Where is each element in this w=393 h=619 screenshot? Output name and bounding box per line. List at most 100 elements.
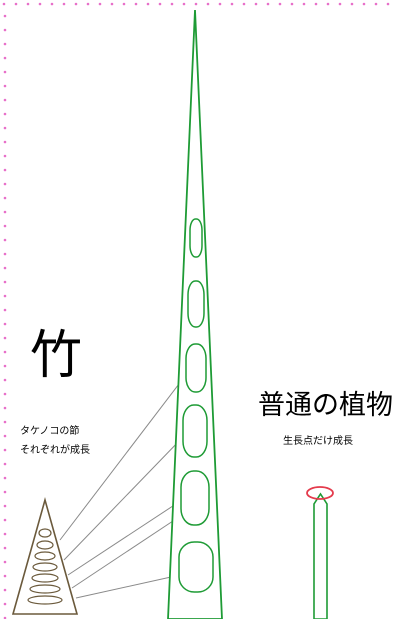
culm-node	[180, 470, 210, 526]
shoot-node	[38, 528, 52, 538]
culm-node	[185, 343, 207, 393]
border-dot	[3, 56, 7, 60]
border-dot	[278, 2, 282, 6]
bamboo-culm-outline	[167, 9, 223, 619]
border-dot	[386, 2, 390, 6]
border-dot	[122, 2, 126, 6]
border-dot	[3, 574, 7, 578]
border-dot	[3, 266, 7, 270]
border-dot	[3, 168, 7, 172]
border-dot	[338, 2, 342, 6]
border-dot	[3, 462, 7, 466]
connector-line	[59, 379, 183, 541]
border-dot	[3, 210, 7, 214]
border-dot	[3, 560, 7, 564]
bamboo-shoot-nodes	[27, 528, 63, 605]
border-dot	[146, 2, 150, 6]
border-dot	[3, 602, 7, 606]
shoot-node	[27, 595, 63, 605]
border-dot	[3, 112, 7, 116]
border-dot	[3, 126, 7, 130]
border-dot	[3, 350, 7, 354]
border-dot	[14, 2, 18, 6]
normal-plant	[306, 486, 334, 619]
border-dot	[50, 2, 54, 6]
border-dot	[3, 420, 7, 424]
border-dot	[374, 2, 378, 6]
bamboo-shoot	[11, 497, 79, 615]
border-dot	[3, 532, 7, 536]
border-dot	[3, 98, 7, 102]
border-dot	[230, 2, 234, 6]
border-dot	[3, 378, 7, 382]
bamboo-description: タケノコの節 それぞれが成長	[20, 422, 90, 460]
border-dot	[3, 14, 7, 18]
border-dot	[3, 336, 7, 340]
border-dot	[3, 84, 7, 88]
normal-plant-title: 普通の植物	[258, 390, 393, 421]
border-dot	[3, 224, 7, 228]
culm-node	[182, 404, 208, 458]
bamboo-culm-nodes	[178, 218, 214, 593]
growth-point-marker	[306, 486, 334, 500]
border-dot	[194, 2, 198, 6]
border-dot	[350, 2, 354, 6]
border-dot	[98, 2, 102, 6]
node-connector-lines	[59, 379, 183, 599]
border-dot	[3, 616, 7, 619]
border-dot	[3, 392, 7, 396]
connector-line	[75, 574, 181, 599]
culm-node	[187, 280, 205, 328]
border-dot	[3, 70, 7, 74]
border-dot	[3, 294, 7, 298]
normal-plant-description: 生長点だけ成長	[283, 436, 353, 447]
border-dot	[3, 504, 7, 508]
border-dot	[3, 588, 7, 592]
border-dot	[170, 2, 174, 6]
border-dot	[3, 252, 7, 256]
border-dot	[3, 182, 7, 186]
connector-line	[71, 514, 183, 589]
shoot-node	[34, 551, 56, 561]
border-dot	[3, 238, 7, 242]
border-dot	[62, 2, 66, 6]
border-dot	[3, 434, 7, 438]
border-dot	[74, 2, 78, 6]
border-dot	[254, 2, 258, 6]
border-dot	[3, 42, 7, 46]
border-dot	[290, 2, 294, 6]
connector-line	[63, 437, 183, 561]
border-dot	[3, 28, 7, 32]
border-dot	[314, 2, 318, 6]
bamboo-desc-line-1: タケノコの節	[20, 426, 80, 437]
border-dot	[3, 280, 7, 284]
border-dot	[326, 2, 330, 6]
border-dot	[26, 2, 30, 6]
border-dot	[2, 2, 6, 6]
border-dot	[266, 2, 270, 6]
bamboo-shoot-outline	[11, 497, 79, 615]
shoot-node	[31, 573, 59, 583]
shoot-node	[36, 540, 54, 550]
border-dot	[206, 2, 210, 6]
border-dot	[86, 2, 90, 6]
border-dot	[3, 196, 7, 200]
border-dot	[302, 2, 306, 6]
shoot-node	[32, 562, 58, 572]
border-dot	[242, 2, 246, 6]
border-dot	[182, 2, 186, 6]
border-dot	[3, 322, 7, 326]
border-dot	[3, 546, 7, 550]
border-dot	[362, 2, 366, 6]
bamboo-culm	[167, 9, 223, 619]
shoot-node	[29, 584, 61, 594]
border-dot	[134, 2, 138, 6]
border-dot	[3, 406, 7, 410]
culm-node	[189, 218, 203, 258]
border-dot	[3, 364, 7, 368]
border-dot	[3, 140, 7, 144]
border-dot	[3, 476, 7, 480]
